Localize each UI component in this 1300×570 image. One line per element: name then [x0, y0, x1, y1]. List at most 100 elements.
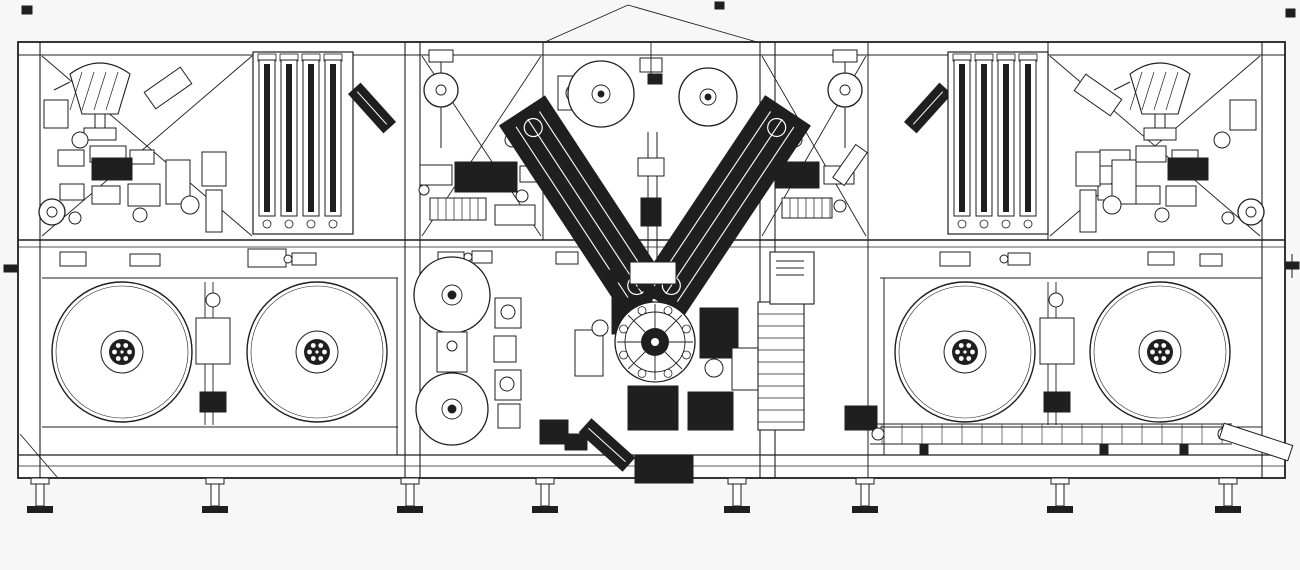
discharge-chute [1218, 422, 1294, 462]
feed-hopper-left [53, 62, 131, 141]
leveling-foot [1047, 477, 1073, 513]
roll-bracket-cap [832, 49, 858, 63]
component-box [493, 335, 517, 363]
rail-unit [939, 251, 971, 267]
drive-unit [539, 419, 569, 445]
guide-roller [68, 211, 82, 225]
guide-roller [132, 207, 148, 223]
guide-roller [71, 131, 89, 149]
guide-roller [515, 189, 529, 203]
rail-unit [555, 251, 579, 265]
angled-feeder-left [143, 66, 193, 110]
conveyor-support [1179, 443, 1189, 455]
hood-line-left [544, 4, 629, 43]
reel-gearbox [195, 317, 231, 365]
bracket [205, 189, 223, 233]
component-box [574, 329, 604, 377]
magazine-rack-left [252, 51, 354, 235]
leveling-foot [397, 477, 423, 513]
component-box [637, 157, 665, 177]
edge-guide-roll-right [1237, 198, 1265, 226]
leveling-foot [202, 477, 228, 513]
component-box [1135, 145, 1167, 163]
corner-brace [19, 433, 58, 478]
drive-unit [91, 157, 133, 181]
rail-unit [1007, 252, 1031, 266]
guide-roller [999, 254, 1009, 264]
material-roll-top-left [567, 60, 635, 128]
bracket [1075, 151, 1101, 187]
sensor-arm-left [347, 82, 397, 134]
guide-roller [499, 376, 515, 392]
component-box [91, 185, 121, 205]
material-roll-top-right [678, 67, 738, 127]
component-box [640, 197, 662, 227]
control-box [769, 251, 815, 305]
component-box [1229, 99, 1257, 131]
angled-process-arm-right [637, 95, 811, 318]
roll-bracket-cap [428, 49, 454, 63]
rail-unit [59, 251, 87, 267]
guide-roller [591, 319, 609, 337]
guide-roller [446, 340, 458, 352]
component-box [629, 261, 677, 285]
leveling-foot [1215, 477, 1241, 513]
leveling-foot [852, 477, 878, 513]
unwind-reel-1 [51, 281, 193, 423]
top-fixture-tick [1285, 8, 1296, 18]
indexing-turret [614, 301, 696, 383]
component-box [59, 183, 85, 201]
conveyor-support [1099, 443, 1109, 455]
guide-roller [1048, 292, 1064, 308]
rail-unit [471, 250, 493, 264]
rewind-reel-1 [894, 281, 1036, 423]
process-unit [687, 391, 734, 431]
drive-unit [199, 391, 227, 413]
drive-unit [1167, 157, 1209, 181]
guide-roller [418, 184, 430, 196]
rail-unit [1199, 253, 1223, 267]
leveling-foot [532, 477, 558, 513]
component-box [43, 99, 69, 129]
magazine-rack-right [947, 51, 1049, 235]
guide-roller [500, 304, 516, 320]
bracket [1079, 189, 1097, 233]
conveyor-motor [844, 405, 878, 431]
component-box [129, 149, 155, 165]
under-frame-unit [634, 454, 694, 484]
leveling-foot [724, 477, 750, 513]
top-fixture-tick [714, 1, 725, 10]
component-box [419, 164, 453, 186]
hood-line-right [627, 4, 758, 43]
guide-roller [704, 358, 724, 378]
side-stub-left [3, 264, 19, 273]
feed-track [429, 197, 487, 221]
rewind-reel-2 [1089, 281, 1231, 423]
guide-roller [1213, 131, 1231, 149]
rail-unit [1147, 251, 1175, 266]
component-box [609, 269, 627, 283]
drive-unit [564, 433, 588, 451]
component-box [127, 183, 161, 207]
process-unit [627, 385, 679, 431]
angled-bracket [832, 143, 868, 187]
rail-unit [129, 253, 161, 267]
guide-roller [833, 199, 847, 213]
feed-track [781, 197, 833, 219]
component-box [647, 73, 663, 85]
leveling-foot [27, 477, 53, 513]
component-box [1165, 185, 1197, 207]
guide-roller [180, 195, 200, 215]
guide-roller [283, 254, 293, 264]
guide-roller [1102, 195, 1122, 215]
process-roll-lower [415, 372, 489, 446]
roll-bracket [436, 331, 468, 373]
component-box [57, 149, 85, 167]
process-unit [454, 161, 518, 193]
unwind-reel-2 [246, 281, 388, 423]
guide-roller [1154, 207, 1170, 223]
idler-roll-right [827, 72, 863, 108]
component-box [494, 204, 536, 226]
